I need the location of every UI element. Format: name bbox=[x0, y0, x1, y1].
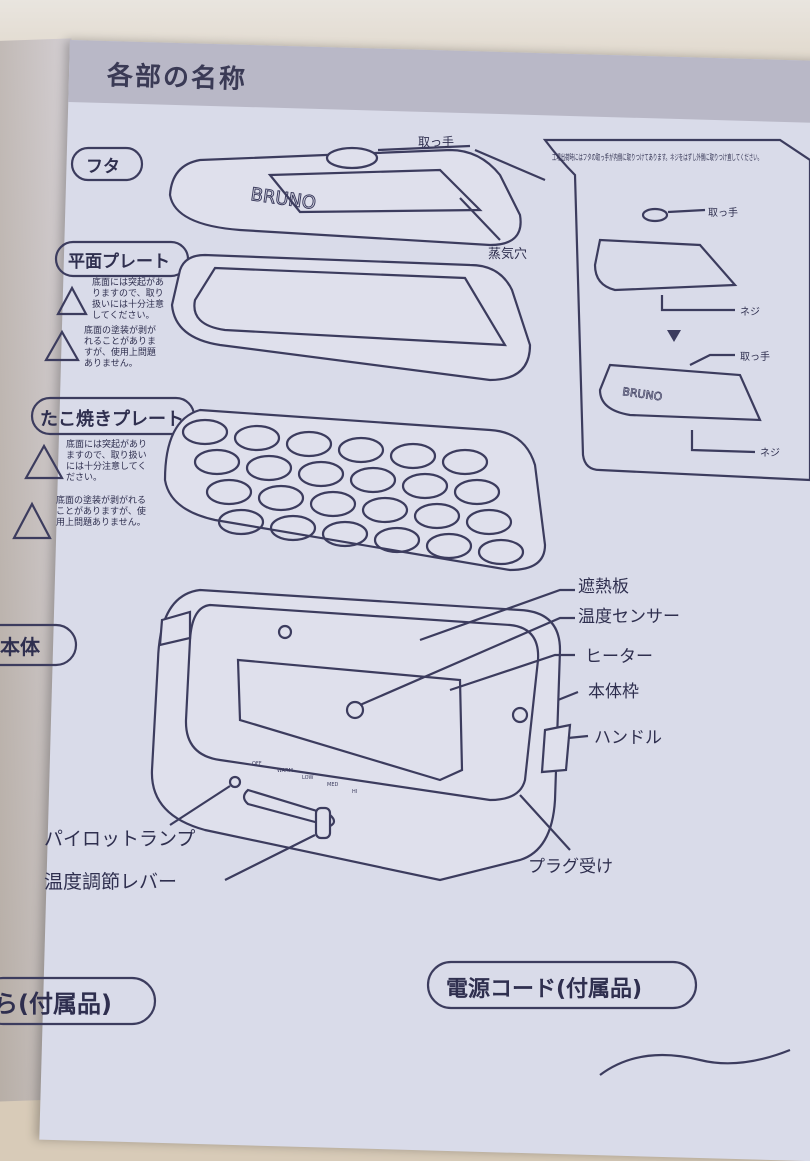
pilot-lamp-label: パイロットランプ bbox=[44, 828, 195, 850]
warning-icon bbox=[56, 285, 88, 316]
inset-handle-label-2: 取っ手 bbox=[740, 350, 770, 363]
temp-lever bbox=[314, 806, 332, 840]
section-body: 本体 bbox=[0, 623, 78, 667]
section-accessory: ら(付属品) bbox=[0, 976, 157, 1026]
takoyaki-hole bbox=[337, 436, 385, 464]
inset-screw-label-2: ネジ bbox=[760, 447, 780, 459]
power-cord bbox=[599, 1048, 791, 1076]
temp-sensor bbox=[345, 700, 365, 720]
inset-handle-label-1: 取っ手 bbox=[708, 206, 738, 219]
left-handle bbox=[158, 610, 192, 647]
body-drawing: OFF WARM LOW MED HI bbox=[150, 588, 572, 882]
takoyaki-hole bbox=[477, 538, 525, 566]
right-handle bbox=[540, 723, 572, 774]
section-flat-plate: 平面プレート bbox=[54, 240, 190, 278]
handle-label: ハンドル bbox=[594, 728, 662, 748]
takoyaki-hole bbox=[453, 478, 501, 506]
inset-screw-label-1: ネジ bbox=[740, 306, 760, 318]
heater-label: ヒーター bbox=[585, 647, 653, 667]
takoyaki-hole bbox=[309, 490, 357, 518]
caution-text: 底面の塗装が剥がれることがありますが、使用上問題ありません。 bbox=[84, 326, 157, 369]
takoyaki-hole bbox=[269, 514, 317, 542]
warning-icon bbox=[12, 501, 52, 540]
takoyaki-hole bbox=[257, 484, 305, 512]
takoyaki-hole bbox=[285, 430, 333, 458]
dial-mark: LOW bbox=[302, 775, 314, 781]
takoyaki-hole bbox=[193, 448, 241, 476]
dial-mark: HI bbox=[352, 789, 357, 795]
takoyaki-hole bbox=[217, 508, 265, 536]
body-labels: 遮熱板 温度センサー ヒーター 本体枠 ハンドル プラグ受け パイロットランプ … bbox=[44, 577, 680, 893]
section-accessory-label: ら(付属品) bbox=[0, 990, 112, 1018]
takoyaki-hole bbox=[401, 472, 449, 500]
takoyaki-hole bbox=[465, 508, 513, 536]
steam-hole-label: 蒸気穴 bbox=[488, 246, 527, 262]
takoyaki-hole bbox=[389, 442, 437, 470]
takoyaki-hole bbox=[297, 460, 345, 488]
flat-plate-drawing bbox=[170, 253, 532, 382]
inset-handle-note: 工場出荷時にはフタの取っ手が内側に取りつけてあります。ネジをはずし外側に取りつけ… bbox=[474, 138, 810, 482]
temp-sensor-label: 温度センサー bbox=[578, 607, 680, 627]
temp-lever-label: 温度調節レバー bbox=[44, 871, 177, 893]
takoyaki-plate-drawing bbox=[163, 408, 547, 572]
dial-mark: WARM bbox=[277, 768, 293, 774]
takoyaki-hole bbox=[321, 520, 369, 548]
takoyaki-hole bbox=[441, 448, 489, 476]
takoyaki-hole bbox=[413, 502, 461, 530]
section-takoyaki-label: たこ焼きプレート bbox=[40, 408, 184, 430]
pilot-lamp bbox=[228, 775, 242, 789]
caution-text: 底面には突起がありますので、取り扱いには十分注意してください。 bbox=[66, 440, 148, 483]
takoyaki-hole bbox=[181, 418, 229, 446]
takoyaki-hole bbox=[425, 532, 473, 560]
heat-shield-label: 遮熱板 bbox=[578, 577, 629, 597]
plug-socket-label: プラグ受け bbox=[528, 857, 613, 877]
illustration: フタ 平面プレート たこ焼きプレート 本体 ら(付属品) 電源コード(付属品) … bbox=[0, 135, 810, 1076]
body-frame-label: 本体枠 bbox=[588, 682, 639, 702]
lid-handle-label: 取っ手 bbox=[418, 135, 454, 149]
inset-note: 工場出荷時にはフタの取っ手が内側に取りつけてあります。ネジをはずし外側に取りつけ… bbox=[552, 152, 762, 162]
takoyaki-hole bbox=[373, 526, 421, 554]
section-body-label: 本体 bbox=[0, 635, 41, 659]
arrow-down-icon bbox=[667, 330, 681, 342]
warning-icon bbox=[24, 443, 64, 480]
warning-icon bbox=[44, 329, 80, 362]
takoyaki-hole bbox=[361, 496, 409, 524]
section-lid-label: フタ bbox=[86, 157, 120, 177]
dial-mark: OFF bbox=[252, 761, 262, 767]
section-flat-plate-label: 平面プレート bbox=[68, 251, 170, 272]
section-lid: フタ bbox=[70, 146, 144, 182]
takoyaki-hole bbox=[245, 454, 293, 482]
section-power-cord: 電源コード(付属品) bbox=[426, 960, 698, 1010]
section-power-cord-label: 電源コード(付属品) bbox=[446, 977, 642, 1002]
takoyaki-hole bbox=[205, 478, 253, 506]
inset-brand-logo: BRUNO bbox=[622, 385, 664, 404]
caution-text: 底面の塗装が剥がれることがありますが、使用上問題ありません。 bbox=[56, 496, 147, 528]
section-takoyaki-plate: たこ焼きプレート bbox=[30, 396, 196, 436]
dial-mark: MED bbox=[327, 782, 338, 788]
lid-drawing: BRUNO 取っ手 蒸気穴 bbox=[168, 135, 527, 262]
lid-handle bbox=[325, 146, 379, 170]
takoyaki-hole bbox=[233, 424, 281, 452]
caution-text: 底面には突起がありますので、取り扱いには十分注意してください。 bbox=[92, 278, 165, 321]
takoyaki-hole bbox=[349, 466, 397, 494]
